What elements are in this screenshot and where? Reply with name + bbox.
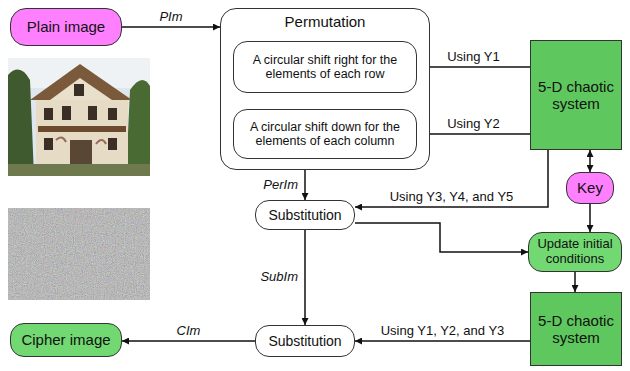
key-box: Key [566,172,614,204]
process-box: Substitution [255,200,355,230]
edge-label: CIm [175,324,203,338]
system-box: 5-D chaotic system [530,292,622,366]
connector-arrow [122,340,255,342]
input-box: Plain image [10,8,122,46]
group-heading: Permutation [281,9,370,30]
edge-label: PerIm [261,178,300,192]
node-label: 5-D chaotic system [531,78,621,113]
connector-arrow [355,340,530,342]
process-box: Substitution [255,325,355,357]
node-label: Key [573,179,607,196]
cipher-noise-image [8,208,150,300]
connector-arrow [304,170,306,200]
node-label: Cipher image [17,331,114,348]
node-label: A circular shift down for the elements o… [234,120,416,149]
node-label: Substitution [264,333,345,349]
edge-label: Using Y1, Y2, and Y3 [379,324,507,338]
connector-arrow [574,272,576,292]
group-box: Permutation A circular shift right for th… [220,8,430,170]
connector-arrow [589,204,591,232]
connector-arrow [122,26,220,28]
house-photo [8,58,150,176]
connector-arrow [417,66,530,68]
edge-label: Using Y2 [445,117,502,131]
connector-arrow [417,133,530,135]
process-box: Update initial conditions [528,232,622,272]
edge-label: PIm [157,10,184,24]
node-label: Plain image [23,18,109,35]
connector-arrow [589,150,591,172]
node-label: A circular shift right for the elements … [234,53,416,82]
connector-arrow [304,230,306,325]
connector-arrow [355,223,528,252]
output-box: Cipher image [10,323,122,357]
process-box: A circular shift down for the elements o… [233,109,417,159]
edge-label: Using Y3, Y4, and Y5 [388,190,516,204]
node-label: 5-D chaotic system [531,312,621,347]
system-box: 5-D chaotic system [530,40,622,150]
node-label: Substitution [264,207,345,223]
process-box: A circular shift right for the elements … [233,41,417,93]
edge-label: Using Y1 [445,50,502,64]
edge-label: SubIm [258,270,300,284]
node-label: Update initial conditions [529,237,621,267]
